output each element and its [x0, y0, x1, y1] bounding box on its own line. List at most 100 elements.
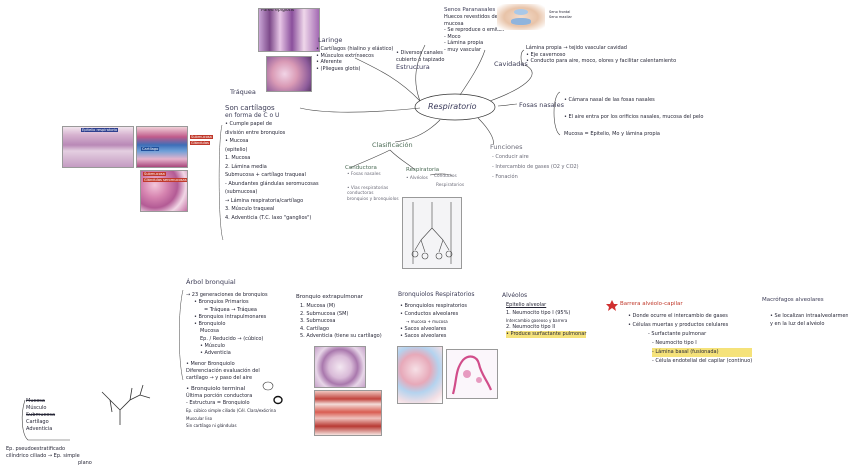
traquea-side-tag: Submucosa [190, 135, 213, 139]
senos-figure-label: Seno frontal [549, 10, 571, 14]
alveolos-line: 2. Neumocito tipo II [506, 324, 556, 330]
senos-title: Senos Paranasales [444, 7, 496, 13]
funciones-line: - Intercambio de gases (O2 y CO2) [492, 164, 579, 170]
fosas-line: • El aire entra por los orificios nasale… [564, 114, 704, 120]
cavidades-line: Lámina propia → tejido vascular cavidad [526, 45, 627, 51]
bronquiolos-resp-line: • Bronquiolos respiratorios [400, 303, 468, 309]
scribble-bottom-line: cilíndrico ciliado → Ep. simple [6, 453, 80, 459]
senos-notes: Huecos revestidos de mucosa - Se reprodu… [444, 14, 504, 53]
scribble-bottom-notes: Ep. pseudoestratificado cilíndrico cilia… [6, 446, 92, 467]
traquea-line: - Abundantes glándulas seromucosas [225, 180, 319, 187]
arbol-line: - Estructura = Bronquiolo [186, 400, 250, 407]
scribble-notes: Mucosa Músculo Submucosa Cartílago Adven… [26, 398, 55, 433]
traquea-line: 2. Lámina media [225, 163, 267, 170]
funciones-title: Funciones [490, 143, 523, 151]
arbol-line: Última porción conductora [186, 392, 253, 399]
barrera-line: • Donde ocurre el intercambio de gases [628, 313, 728, 319]
bracket-arbol [179, 289, 184, 381]
arbol-line: Ep. / Reducido → (cúbico) [200, 335, 264, 342]
traquea-notes: Son cartílagos en forma de C o U • Cumpl… [225, 104, 319, 222]
arbol-line: • Bronquios Primarios [194, 299, 249, 306]
alveolos-line: • Produce surfactante pulmonar [506, 331, 587, 338]
connector-lines [299, 44, 533, 177]
laringe-figure-caption: Pared epiglotis [261, 8, 295, 13]
alveolar-capillary-diagram [446, 349, 498, 399]
clasificacion-right-line: • Alvéolos [406, 176, 428, 181]
arbol-title: Árbol bronquial [186, 278, 236, 286]
traquea-line: 1. Mucosa [225, 155, 251, 161]
senos-figure-label: Seno maxilar [549, 15, 573, 19]
macrofagos-notes: • Se localizan intraalveolarmente y en l… [770, 312, 848, 328]
arbol-line: = Tráquea → Tráquea [204, 306, 257, 313]
bronchial-tree-sketch [101, 384, 151, 425]
traquea-line: 3. Músculo traqueal [225, 206, 275, 212]
traquea-line: • Mucosa [225, 138, 249, 144]
alveolos-subtitle: Epitelio alveolar [506, 302, 547, 308]
bronquio-extra-line: 4. Cartílago [300, 325, 330, 332]
clasificacion-left-line: • Vías respiratorias [347, 185, 389, 191]
respiratory-schematic-image [402, 197, 462, 269]
fosas-line: Mucosa = Epitelio, Mo y lámina propia [564, 131, 660, 137]
traquea-image-label: Epitelio respiratorio [81, 128, 119, 132]
senos-line: - muy vascular [444, 46, 482, 53]
respiratory-schematic-drawing [411, 202, 453, 264]
funciones-line: - Fonación [492, 174, 518, 180]
arbol-line: Diferenciación evaluación del [186, 367, 260, 374]
laringe-line: • (Pliegues glotis) [316, 65, 361, 72]
scribble-line: Adventicia [26, 426, 53, 432]
bronquio-extra-line: 1. Mucosa (M) [300, 303, 336, 309]
traquea-side-tag-2: Glándulas [190, 141, 210, 145]
funciones-notes: - Conducir aire - Intercambio de gases (… [492, 152, 579, 182]
conductos-line: Estructura [396, 63, 430, 71]
clasificacion-right-line: Conductos [434, 174, 457, 179]
alveolos-title: Alvéolos [502, 292, 528, 299]
bronquio-extra-line: 3. Submucosa [300, 318, 336, 324]
arbol-notes: → 23 generaciones de bronquios • Bronqui… [186, 292, 276, 429]
senos-line: - Se reproduce o emiten [444, 27, 505, 33]
bronquiolo-histology-image [314, 390, 382, 436]
center-title: Respiratorio [428, 102, 477, 111]
arbol-line: • Menor Bronquiolo [186, 360, 235, 367]
alveolos-line: 1. Neumocito tipo I (95%) [506, 310, 571, 316]
bronquio-extra-title: Bronquio extrapulmonar [296, 294, 364, 300]
sketch-oval-1 [262, 381, 274, 391]
traquea-line: (submucosa) [225, 189, 258, 195]
fosas-notes: • Cámara nasal de las fosas nasales • El… [564, 92, 703, 143]
senos-figure-labels: Seno frontal Seno maxilar [549, 10, 572, 20]
clasificacion-right-notes: • Alvéolos Conductos Respiratorios [406, 174, 464, 188]
alveolos-notes: 1. Neumocito tipo I (95%) Intercambio ga… [506, 310, 587, 338]
alveolar-capillary-drawing [451, 355, 493, 395]
traquea-line: (epitelio) [225, 146, 248, 153]
conductos-line: • Diversos canales [396, 50, 443, 56]
conductos-notes: • Diversos canales cubierto o tapizado E… [396, 50, 444, 72]
bronquiolos-resp-line: • Sacos alveolares [400, 325, 447, 332]
bronquiolos-resp-line: • Sacos alveolares [400, 333, 447, 339]
seno-maxilar-shape [511, 18, 531, 25]
fosas-line: • Cámara nasal de las fosas nasales [564, 97, 655, 103]
laringe-line: • Aferente [316, 59, 342, 65]
bronquiolos-resp-title: Bronquiolos Respiratorios [398, 291, 475, 298]
arbol-line: • Bronquiolo [194, 321, 226, 328]
barrera-line: - Lámina basal (fusionada) [652, 348, 753, 357]
scribble-line: Músculo [26, 405, 47, 411]
scribble-bottom-line: plano [78, 460, 92, 466]
traquea-line: división entre bronquios [225, 129, 286, 136]
traquea-image-label: Submucosa [143, 172, 166, 176]
cavidades-notes: Lámina propia → tejido vascular cavidad … [526, 45, 676, 65]
scribble-line: Submucosa [26, 412, 56, 418]
arbol-line: Muscular liso [186, 415, 213, 421]
conductos-line: cubierto o tapizado [396, 56, 445, 63]
bracket-fosas [553, 91, 561, 136]
clasificacion-right-line: Respiratorios [436, 183, 465, 188]
traquea-line: 4. Adventicia (T.C. laxo "ganglios") [225, 214, 312, 221]
arbol-line: • Bronquiolo terminal [186, 385, 246, 392]
clasificacion-left-line: conductoras [347, 191, 374, 196]
traquea-line: → Lámina respiratoria/cartílago [225, 197, 304, 204]
laringe-line: • Músculos extrínsecos [316, 52, 374, 59]
bracket-cavidades [520, 49, 525, 67]
traquea-histology-image-3: Submucosa Glándulas seromucosas [140, 170, 188, 212]
arbol-line: Ep. cúbico simple ciliado (Cél. Clara/ex… [186, 408, 276, 414]
clasificacion-left-line: • Fosas nasales [347, 172, 381, 177]
senos-line: mucosa [444, 20, 464, 27]
clasificacion-right-title: Respiratoria [406, 167, 440, 173]
